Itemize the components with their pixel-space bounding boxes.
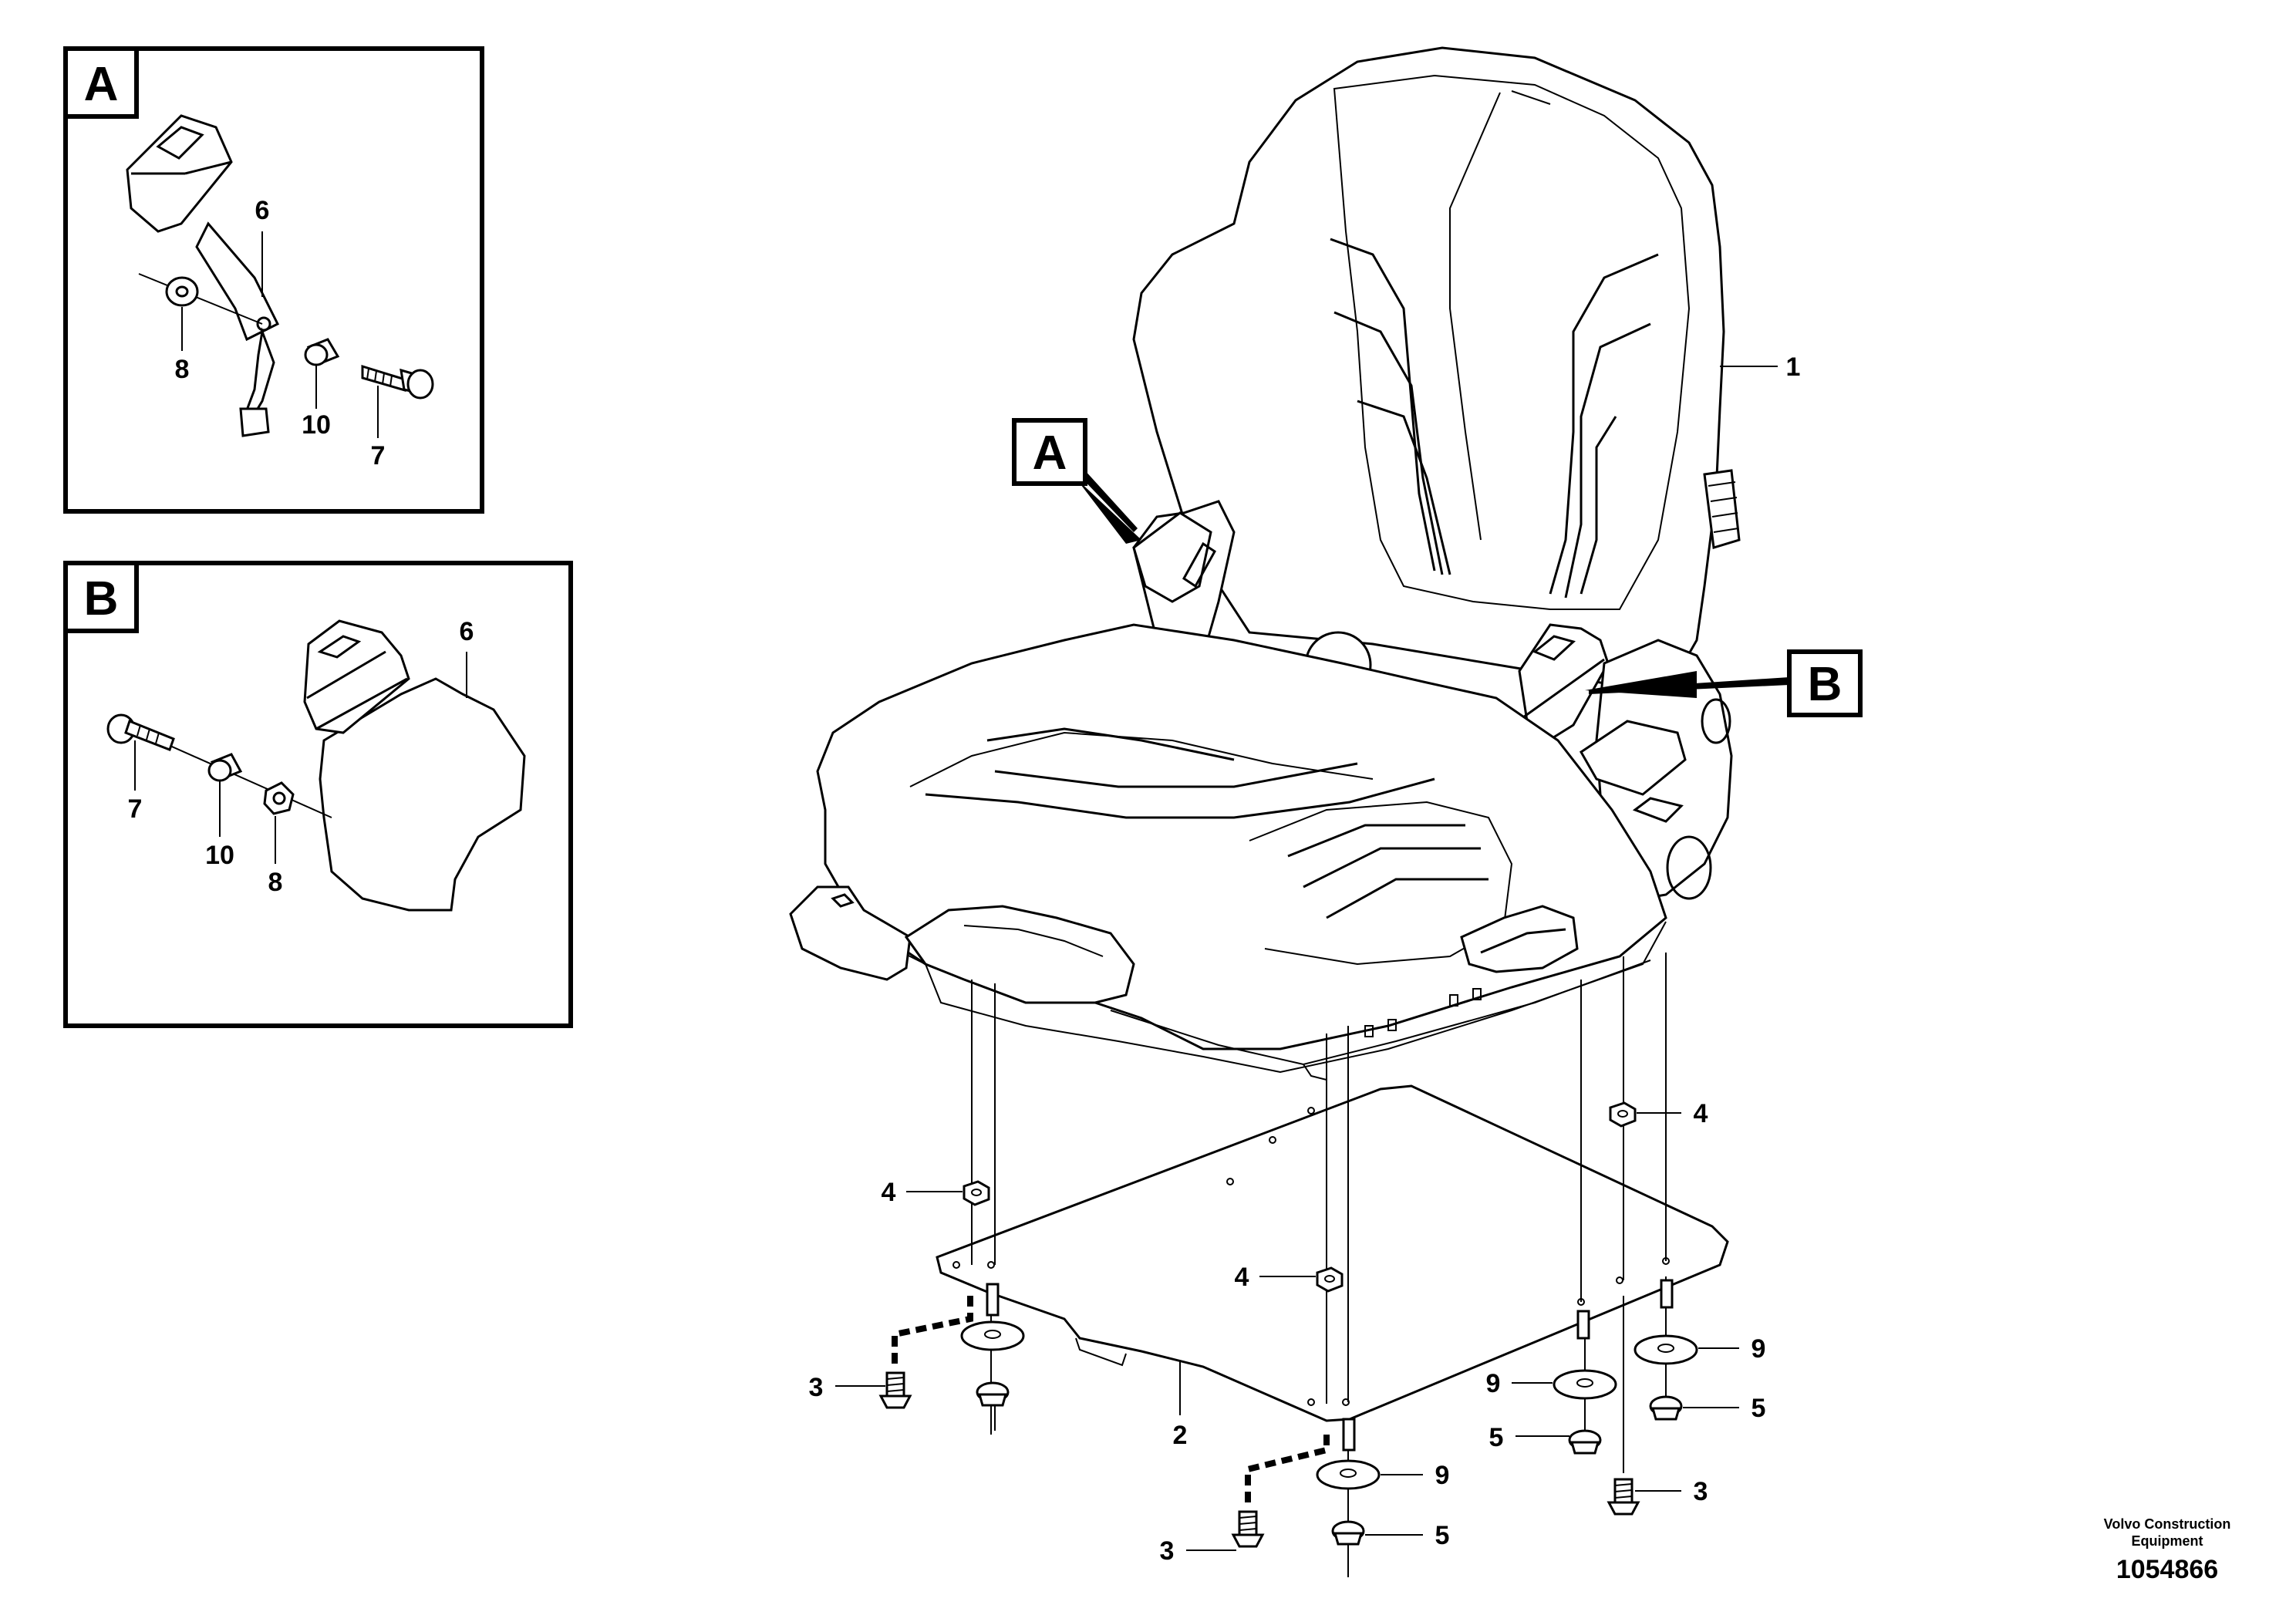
callout-box-b: B xyxy=(1585,649,1863,717)
screw-right xyxy=(1607,1478,1640,1516)
seat-backrest xyxy=(1132,46,1725,696)
inset-a-callout-10: 10 xyxy=(302,410,331,440)
callout-washer-big-low: 9 xyxy=(1435,1461,1450,1490)
inset-a-callout-7: 7 xyxy=(371,441,386,470)
inset-a: A xyxy=(63,46,484,514)
callout-screw-right: 3 xyxy=(1694,1477,1708,1506)
base-plate xyxy=(936,1084,1729,1422)
inset-b-callout-6: 6 xyxy=(460,617,474,646)
callout-a-label: A xyxy=(1033,427,1067,480)
nut-left xyxy=(963,1180,990,1206)
inset-a-label: A xyxy=(84,58,119,111)
inset-b-callout-8: 8 xyxy=(268,868,283,897)
callout-washer-small-low: 5 xyxy=(1435,1521,1450,1550)
main-callouts: 1 2 3 3 3 4 4 4 5 5 5 9 9 9 xyxy=(809,352,1801,1566)
nut-mid xyxy=(1316,1266,1344,1293)
screw-mid xyxy=(1231,1510,1265,1548)
inset-b-callout-7: 7 xyxy=(128,794,143,824)
offset-line-mid xyxy=(1245,1435,1330,1508)
washer-big-left xyxy=(960,1320,1025,1351)
offset-line-left xyxy=(892,1296,973,1369)
inset-a-callout-6: 6 xyxy=(255,196,270,225)
inset-a-spacer xyxy=(304,338,340,366)
callout-box-a: A xyxy=(1012,418,1141,544)
callout-nut-left: 4 xyxy=(882,1178,896,1207)
seat-assembly xyxy=(789,46,1741,1081)
inset-b-anchor-plate xyxy=(303,619,526,912)
company-line-2: Equipment xyxy=(2132,1533,2203,1549)
callout-plate: 2 xyxy=(1173,1421,1188,1450)
inset-a-buckle xyxy=(126,114,280,437)
callout-nut-mid: 4 xyxy=(1235,1263,1249,1292)
callout-washer-big-mid: 9 xyxy=(1486,1369,1501,1398)
nut-small-low xyxy=(1331,1520,1365,1546)
document-number: 1054866 xyxy=(2116,1555,2218,1584)
inset-b-spacer xyxy=(207,753,243,782)
footer: Volvo Construction Equipment 1054866 xyxy=(2104,1516,2231,1584)
callout-screw-mid: 3 xyxy=(1160,1536,1175,1566)
nut-small-right xyxy=(1649,1395,1683,1421)
callout-washer-big-right: 9 xyxy=(1752,1334,1766,1364)
callout-seat: 1 xyxy=(1786,352,1801,382)
company-line-1: Volvo Construction xyxy=(2104,1516,2231,1532)
screw-left xyxy=(878,1371,912,1409)
callout-washer-small-mid: 5 xyxy=(1489,1423,1504,1452)
nut-right xyxy=(1609,1101,1637,1128)
callout-b-label: B xyxy=(1808,658,1843,711)
inset-b-nut xyxy=(263,781,295,815)
inset-b-bolt xyxy=(106,713,175,751)
inset-a-washer xyxy=(165,276,199,307)
callout-screw-left: 3 xyxy=(809,1373,824,1402)
inset-b-callout-10: 10 xyxy=(205,841,234,870)
callout-washer-small-right: 5 xyxy=(1752,1394,1766,1423)
washer-big-low xyxy=(1316,1459,1381,1490)
nut-small-mid xyxy=(1568,1429,1602,1455)
washer-big-right xyxy=(1633,1334,1698,1365)
inset-a-callout-8: 8 xyxy=(175,355,190,384)
nut-small-left xyxy=(976,1381,1010,1407)
inset-b: B 6 7 10 8 xyxy=(63,561,573,1028)
washer-big-mid xyxy=(1553,1369,1617,1400)
callout-nut-right: 4 xyxy=(1694,1099,1708,1128)
inset-a-bolt xyxy=(361,364,434,400)
inset-b-label: B xyxy=(84,572,119,626)
